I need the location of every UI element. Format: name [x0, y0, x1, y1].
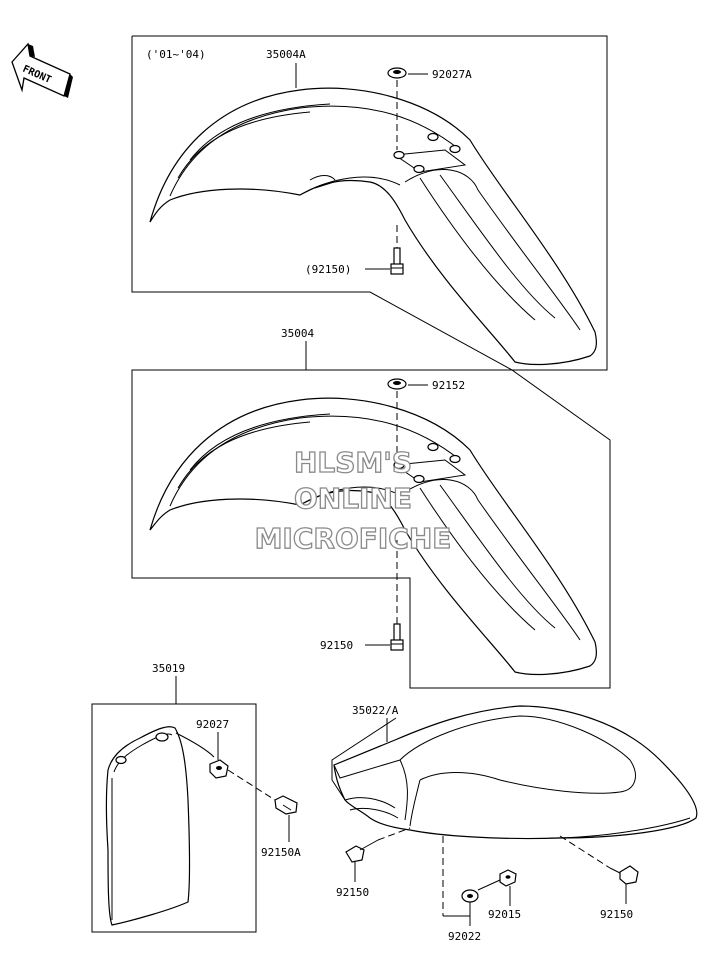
middle-bolt-part-number: 92150 [320, 639, 353, 652]
front-fender-top [149, 87, 597, 366]
top-washer-92027a [387, 67, 407, 150]
top-group: ('01~'04) 35004A 92027A [131, 35, 608, 371]
middle-group: 35004 92152 [131, 327, 611, 689]
middle-washer-92152 [387, 378, 407, 460]
rear-fender [333, 705, 698, 840]
left-group: 35019 92027 92150A [91, 662, 301, 933]
rear-bolt-left [345, 827, 411, 863]
top-bolt [390, 225, 404, 275]
left-collar-part-number: 92027 [196, 718, 229, 731]
watermark-line-2: ONLINE [294, 482, 412, 515]
middle-bolt [390, 540, 404, 651]
top-washer-part-number: 92027A [432, 68, 472, 81]
watermark-line-3: MICROFICHE [255, 522, 452, 555]
watermark: HLSM'S ONLINE MICROFICHE [254, 445, 452, 555]
left-bolt-92150a [274, 795, 298, 815]
rear-washer-part-number: 92022 [448, 930, 481, 943]
left-group-frame [91, 703, 257, 933]
top-group-frame [131, 35, 608, 371]
top-fender-part-number: 35004A [266, 48, 306, 61]
top-bolt-part-number: (92150) [305, 263, 351, 276]
middle-group-frame [131, 369, 611, 689]
middle-washer-part-number: 92152 [432, 379, 465, 392]
collar-92027 [209, 759, 276, 801]
rear-fender-part-number: 35022/A [352, 704, 399, 717]
middle-fender-part-number: 35004 [281, 327, 314, 340]
top-date-range-label: ('01~'04) [146, 48, 206, 61]
left-plate-part-number: 35019 [152, 662, 185, 675]
rear-bolt-right [559, 835, 639, 885]
rear-bolt-right-part-number: 92150 [600, 908, 633, 921]
left-bolt-part-number: 92150A [261, 846, 301, 859]
rear-nut-part-number: 92015 [488, 908, 521, 921]
rear-group: 35022/A 92150 92150 [331, 704, 698, 943]
watermark-line-1: HLSM'S [294, 446, 412, 479]
rear-nut-and-washer [442, 836, 517, 917]
front-fender-middle [149, 397, 597, 676]
front-arrow-icon: FRONT [11, 42, 73, 98]
number-plate [105, 726, 215, 926]
rear-bolt-left-part-number: 92150 [336, 886, 369, 899]
